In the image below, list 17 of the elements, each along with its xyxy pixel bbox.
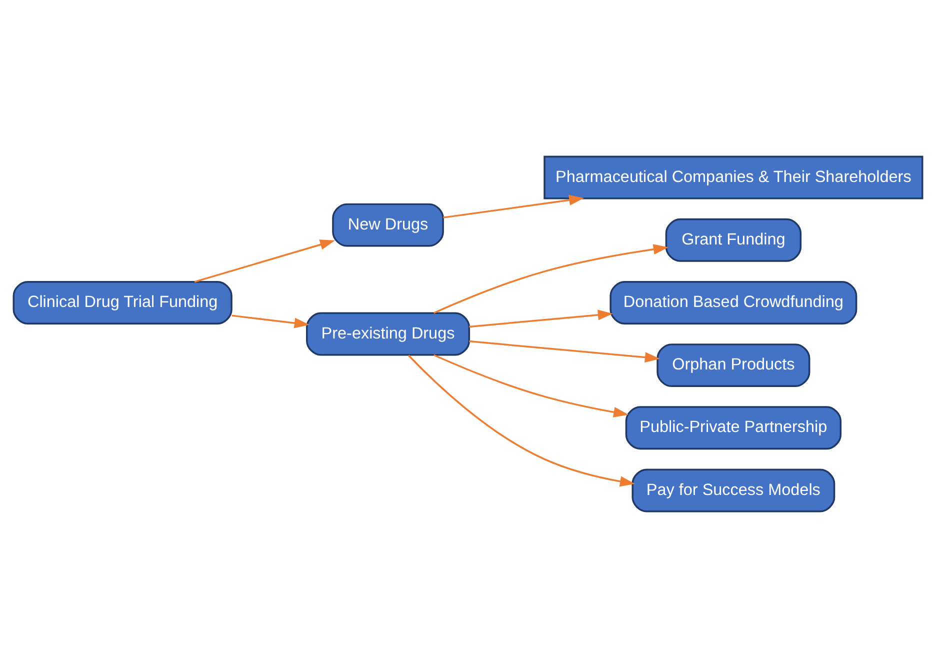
arrow	[231, 314, 309, 328]
node-box: Public-Private Partnership	[624, 406, 842, 450]
arrow	[194, 240, 335, 283]
node-box: Pharmaceutical Companies & Their Shareholders	[543, 156, 923, 200]
node-box: Grant Funding	[664, 218, 802, 262]
arrow	[432, 354, 628, 418]
arrow	[468, 310, 612, 328]
arrow	[442, 194, 584, 218]
arrow	[407, 354, 635, 487]
arrow	[432, 244, 668, 314]
arrow	[468, 340, 660, 363]
node-box: Clinical Drug Trial Funding	[12, 280, 232, 324]
node-box: Donation Based Crowdfunding	[609, 280, 857, 324]
node-box: New Drugs	[332, 203, 444, 247]
node-box: Orphan Products	[656, 344, 810, 388]
node-box: Pre-existing Drugs	[306, 312, 470, 356]
node-box: Pay for Success Models	[631, 468, 835, 512]
